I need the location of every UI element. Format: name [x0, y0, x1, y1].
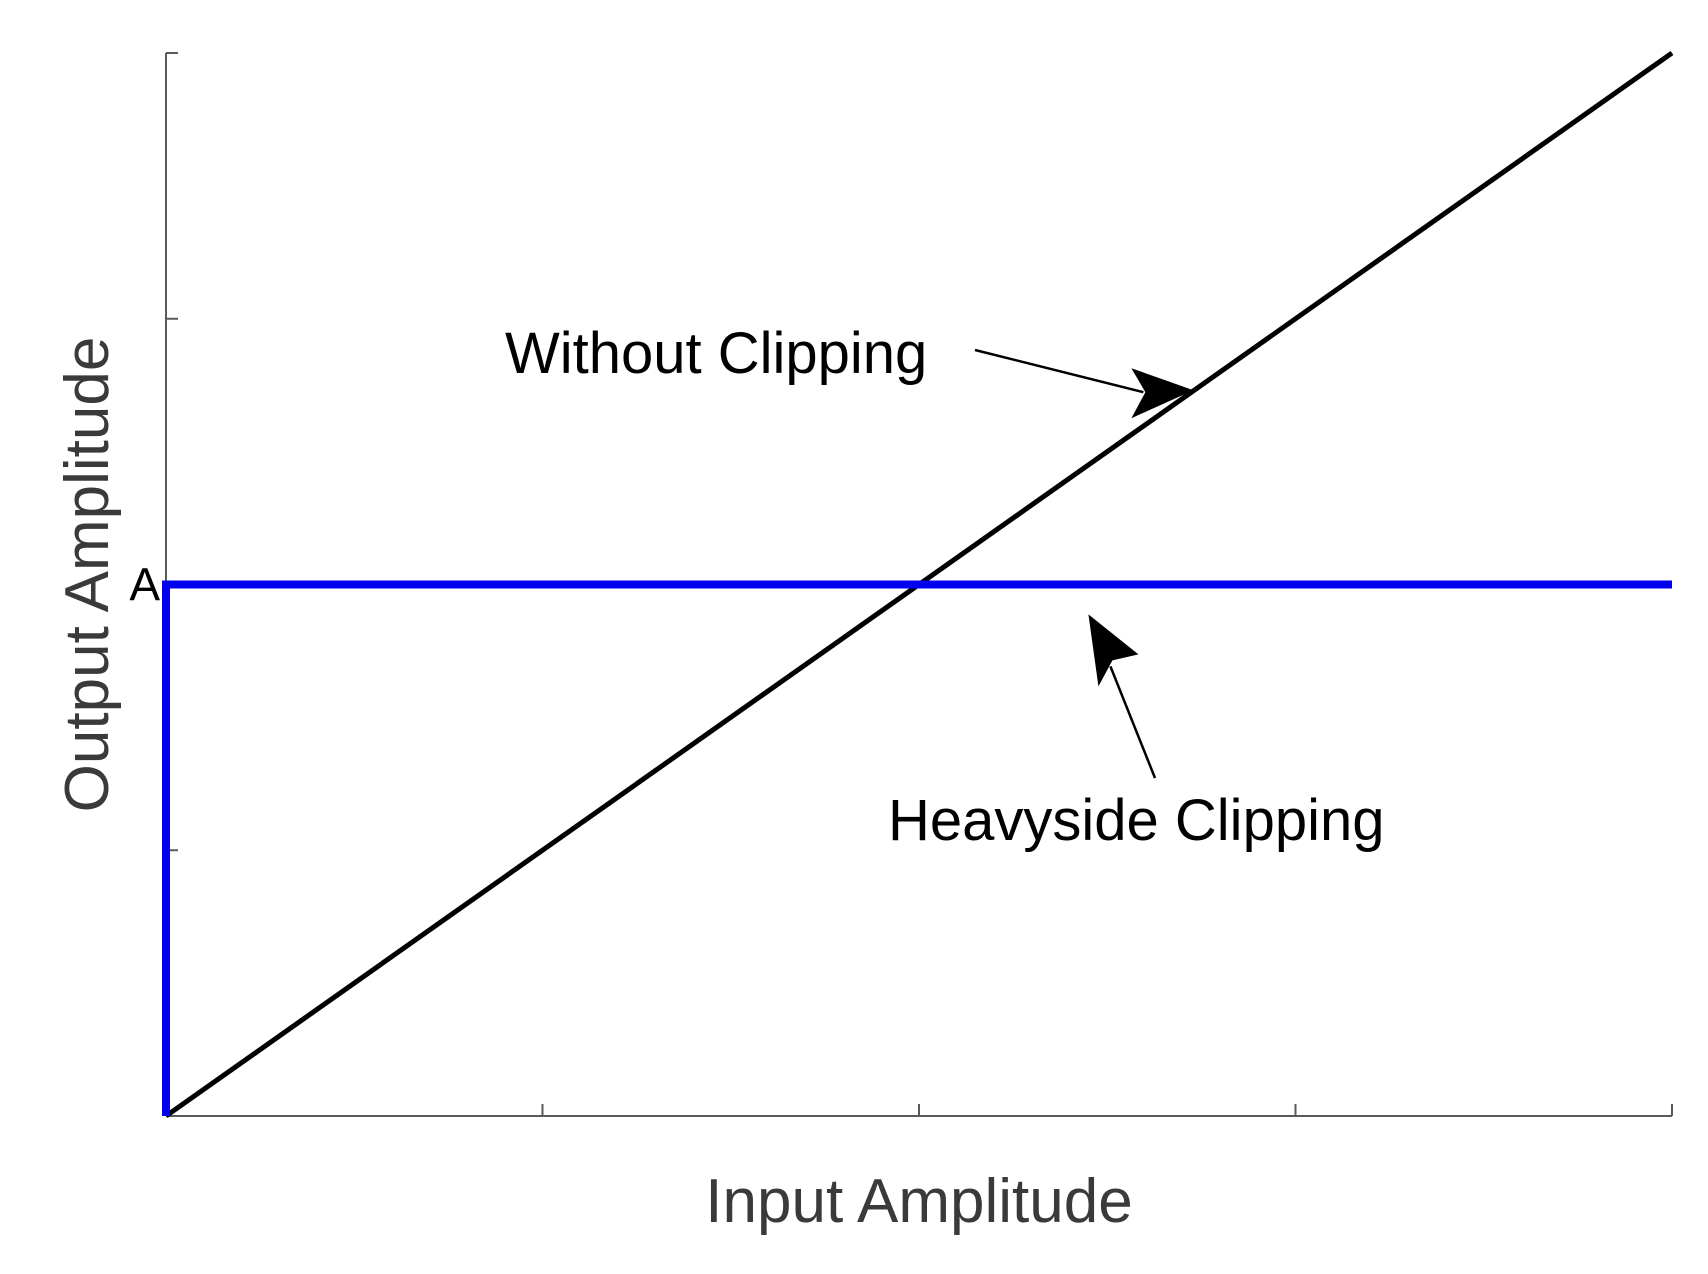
annotation-arrow-without-clipping [974, 348, 1144, 394]
annotation-heavyside-clipping: Heavyside Clipping [888, 788, 1384, 853]
arrowhead-without-clipping [1131, 368, 1194, 419]
x-axis-label: Input Amplitude [705, 1167, 1132, 1236]
annotation-without-clipping: Without Clipping [505, 321, 927, 386]
series-layer [162, 50, 1674, 1119]
annotation-arrow-heavyside-clipping [1109, 665, 1157, 779]
series-line-1 [162, 580, 1672, 1116]
x-ticks [165, 1104, 1673, 1116]
y-axis-label: Output Amplitude [53, 337, 122, 813]
y-tick-label-0: A [129, 559, 160, 611]
y-tick-labels: A [129, 559, 160, 611]
arrowhead-heavyside-clipping [1088, 614, 1139, 687]
annotations: Without Clipping Heavyside Clipping [505, 321, 1384, 853]
